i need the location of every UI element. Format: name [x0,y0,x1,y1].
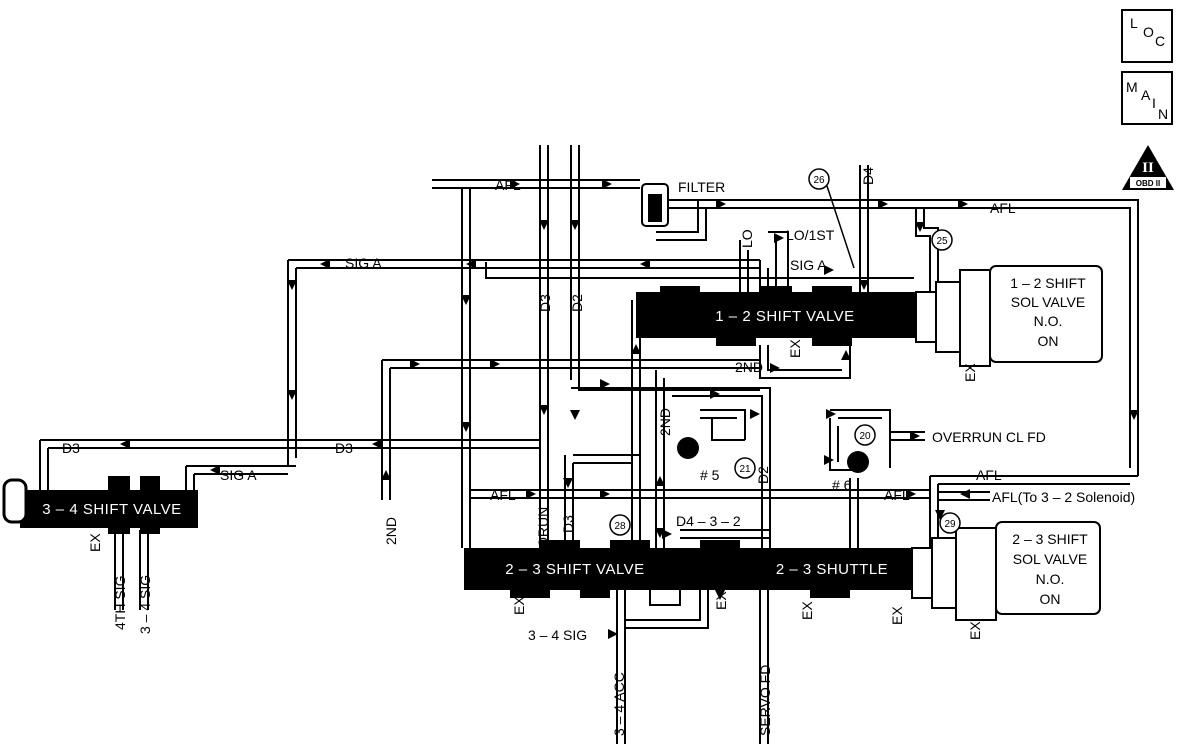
label-ex-sol23: EX [967,621,983,640]
label-ex-shuttle-right: EX [889,606,905,625]
main-letter-a: A [1141,87,1151,103]
valve-3-4-label: 3 – 4 SHIFT VALVE [42,501,181,518]
label-d3-mid: D3 [335,440,353,456]
label-overrun: OVERRUN CL FD [932,429,1046,445]
label-3-4-acc: 3 – 4 ACC [611,672,627,736]
label-d4: D4 [860,167,876,185]
label-afl-mid-right: AFL [884,487,910,503]
label-2nd-vertical: 2ND [657,408,673,436]
label-2nd-left: 2ND [383,517,399,545]
label-d3-left: D3 [62,440,80,456]
label-ex-12: EX [787,339,803,358]
valve-1-2-label: 1 – 2 SHIFT VALVE [715,308,854,325]
label-afl-mid: AFL [490,487,516,503]
orifice-20: 20 [859,431,871,442]
sol-2-3-line1: 2 – 3 SHIFT [1012,531,1088,547]
label-afl-top: AFL [495,177,521,193]
horizontal-labels: AFL FILTER AFL SIG A LO/1ST SIG A 2ND D3… [62,177,1135,643]
label-4th-sig: 4TH SIG [112,576,128,630]
check-ball-5 [677,437,699,459]
sol-1-2-line3: N.O. [1034,313,1063,329]
solenoid-2-3: 2 – 3 SHIFT SOL VALVE N.O. ON [911,521,1101,621]
label-sig-a-valve: SIG A [790,257,827,273]
label-servo-fd: SERVO FD [757,665,773,736]
main-icon: M A I N [1121,71,1173,125]
label-lo-1st: LO/1ST [786,227,835,243]
orifice-29: 29 [944,519,956,530]
label-afl-upper-right: AFL [976,467,1002,483]
sol-1-2-line1: 1 – 2 SHIFT [1010,275,1086,291]
label-afl-to-solenoid: AFL(To 3 – 2 Solenoid) [992,489,1135,505]
sol-1-2-line4: ON [1038,333,1059,349]
sol-2-3-line4: ON [1040,591,1061,607]
shuttle-label: 2 – 3 SHUTTLE [776,561,888,578]
label-ex-shuttle: EX [799,601,815,620]
obd-text: OBD II [1136,179,1160,188]
vertical-labels: D3 D2 D4 LO EX EX 2ND D2 2ND ORUN D3 EX … [87,167,983,736]
orifice-21: 21 [739,464,751,475]
main-letter-i: I [1152,95,1156,111]
label-sig-a-left: SIG A [220,467,257,483]
label-check-6: # 6 [832,477,852,493]
orifice-26: 26 [813,175,825,186]
main-letter-n: N [1158,106,1168,122]
solenoid-1-2: 1 – 2 SHIFT SOL VALVE N.O. ON [915,265,1103,367]
label-lo: LO [739,229,755,248]
loc-letter-l: L [1130,15,1138,31]
label-3-4-sig-left: 3 – 4 SIG [137,575,153,634]
orifice-25: 25 [936,236,948,247]
check-ball-6 [847,451,869,473]
label-ex-34: EX [87,533,103,552]
loc-icon: L O C [1121,9,1173,63]
label-d4-3-2: D4 – 3 – 2 [676,513,741,529]
main-letter-m: M [1126,79,1138,95]
valve-1-2-shift: 1 – 2 SHIFT VALVE [636,286,916,346]
label-filter: FILTER [678,179,725,195]
label-d2-vertical: D2 [569,294,585,312]
valve-2-3-label: 2 – 3 SHIFT VALVE [505,561,644,578]
valve-2-3-shift: 2 – 3 SHIFT VALVE 2 – 3 SHUTTLE [464,540,914,598]
valve-3-4-shift: 3 – 4 SHIFT VALVE [2,476,198,534]
label-ex-23a: EX [511,596,527,615]
check-balls [677,418,869,473]
label-d3-vertical: D3 [537,294,553,312]
label-ex-23b: EX [713,591,729,610]
loc-letter-o: O [1143,24,1154,40]
sol-2-3-line2: SOL VALVE [1013,551,1087,567]
sol-2-3-line3: N.O. [1036,571,1065,587]
filter-element [641,183,669,227]
label-d2-lower: D2 [755,466,771,484]
label-3-4-sig-bottom: 3 – 4 SIG [528,627,587,643]
label-2nd-mid: 2ND [735,359,763,375]
obd-ii-icon: II OBD II [1122,145,1174,190]
sol-1-2-line2: SOL VALVE [1011,294,1085,310]
loc-letter-c: C [1155,33,1165,49]
label-orun: ORUN [535,507,551,548]
label-check-5: # 5 [700,467,720,483]
label-sig-a-top: SIG A [345,255,382,271]
orifices: 26 25 20 21 28 29 [609,168,961,536]
label-afl-right: AFL [990,200,1016,216]
label-d3-lower: D3 [560,515,576,533]
label-ex-sol12: EX [962,363,978,382]
obd-numeral: II [1142,160,1154,176]
passages [39,145,1139,744]
orifice-28: 28 [614,521,626,532]
